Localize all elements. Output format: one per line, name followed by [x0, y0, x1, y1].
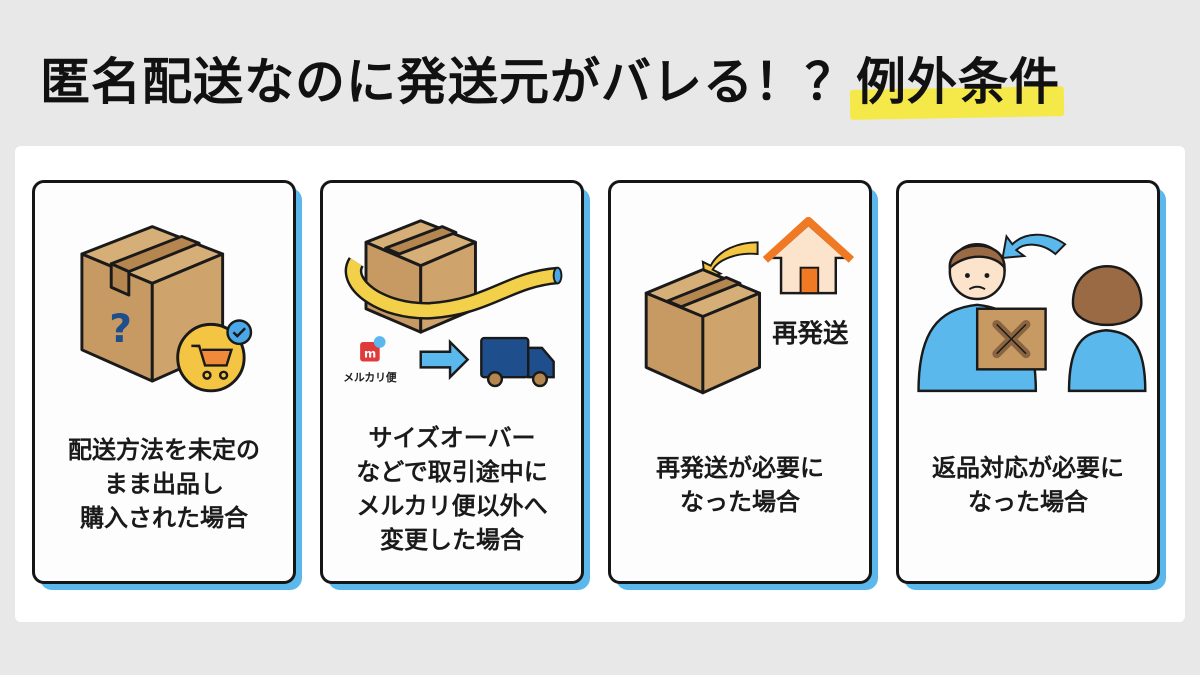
box-tape-truck-icon: m メルカリ便 — [343, 219, 563, 388]
card-body: m メルカリ便 サイズオーバー などで取引途中に メルカリ便以外へ 変更した場合 — [320, 180, 584, 584]
title-main: 匿名配送なのに発送元がバレる！？ — [40, 53, 856, 111]
return-people-box-icon — [917, 233, 1147, 393]
box-house-reship-icon: 再発送 — [644, 216, 855, 395]
caption-line: 購入された場合 — [80, 504, 248, 532]
caption-line: なった場合 — [968, 488, 1088, 516]
card-caption: 返品対応が必要に なった場合 — [899, 451, 1157, 519]
box-question-cart-icon: ? — [80, 225, 253, 393]
card-reshipment: 再発送 再発送が必要に なった場合 — [608, 180, 878, 590]
card-body: 返品対応が必要に なった場合 — [896, 180, 1160, 584]
card-undecided-shipping: ? 配送方法を未定の まま出品し 購入された場合 — [32, 180, 302, 590]
svg-text:m: m — [364, 347, 376, 361]
card-caption: 配送方法を未定の まま出品し 購入された場合 — [35, 433, 293, 535]
caption-line: 配送方法を未定の — [68, 436, 260, 464]
card-size-over-change: m メルカリ便 サイズオーバー などで取引途中に メルカリ便以外へ 変更した場合 — [320, 180, 590, 590]
caption-line: 変更した場合 — [380, 526, 524, 554]
card-return: 返品対応が必要に なった場合 — [896, 180, 1166, 590]
card-body: 再発送 再発送が必要に なった場合 — [608, 180, 872, 584]
svg-text:メルカリ便: メルカリ便 — [343, 371, 397, 384]
card-caption: 再発送が必要に なった場合 — [611, 451, 869, 519]
card-caption: サイズオーバー などで取引途中に メルカリ便以外へ 変更した場合 — [323, 421, 581, 557]
caption-line: などで取引途中に — [356, 458, 548, 486]
card-body: ? 配送方法を未定の まま出品し 購入された場合 — [32, 180, 296, 584]
caption-line: 再発送が必要に — [656, 454, 824, 482]
page-title: 匿名配送なのに発送元がバレる！？ 例外条件 — [40, 38, 1060, 118]
caption-line: なった場合 — [680, 488, 800, 516]
caption-line: 返品対応が必要に — [932, 454, 1124, 482]
caption-line: まま出品し — [104, 470, 224, 498]
title-highlight: 例外条件 — [856, 42, 1060, 114]
caption-line: サイズオーバー — [368, 424, 536, 452]
caption-line: メルカリ便以外へ — [356, 492, 548, 520]
svg-text:再発送: 再発送 — [772, 318, 849, 348]
svg-text:?: ? — [109, 307, 132, 352]
